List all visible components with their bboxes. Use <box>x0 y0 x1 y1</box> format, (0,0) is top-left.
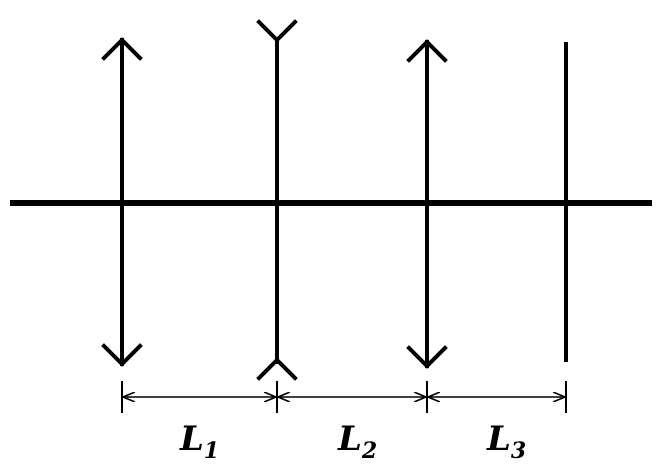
converging-lens-2 <box>406 39 448 369</box>
diverging-lens <box>256 19 298 381</box>
label-L1: L1 <box>179 419 219 464</box>
label-L2: L2 <box>337 419 377 464</box>
label-L3: L3 <box>486 419 526 464</box>
dimension-ticks <box>121 381 567 413</box>
converging-lens-1 <box>101 37 143 367</box>
